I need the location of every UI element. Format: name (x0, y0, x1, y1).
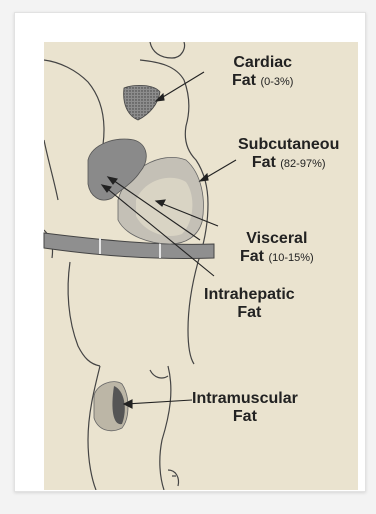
cardiac-fat-name: Cardiac (232, 54, 293, 72)
intrahepatic-fat-name: Intrahepatic (204, 286, 295, 304)
intrahepatic-fat-label: Intrahepatic Fat (204, 286, 295, 322)
foot-detail (168, 470, 179, 486)
visceral-fat-word: Fat (240, 248, 264, 265)
intramuscular-fat-label: Intramuscular Fat (192, 390, 298, 426)
visceral-fat-name: Visceral (240, 230, 314, 248)
visceral-fat-range: (10-15%) (268, 252, 313, 264)
subcutaneous-fat-name: Subcutaneou (238, 136, 339, 154)
cardiac-fat-word: Fat (232, 72, 256, 89)
cardiac-fat-label: Cardiac Fat (0-3%) (232, 54, 293, 91)
knee-detail (150, 370, 168, 378)
subcutaneous-fat-word: Fat (252, 154, 276, 171)
intramuscular-fat-word: Fat (192, 408, 298, 426)
cardiac-fat-range: (0-3%) (260, 76, 293, 88)
visceral-fat-label: Visceral Fat (10-15%) (240, 230, 314, 267)
cardiac-fat-region (124, 85, 160, 120)
intramuscular-fat-name: Intramuscular (192, 390, 298, 408)
right-leg-outline (160, 366, 171, 490)
intrahepatic-fat-word: Fat (204, 304, 295, 322)
subcutaneous-fat-range: (82-97%) (280, 158, 325, 170)
hip-outline (68, 262, 100, 366)
subcutaneous-fat-label: Subcutaneou Fat (82-97%) (238, 136, 339, 173)
head-outline (150, 42, 185, 58)
left-leg-outline (88, 366, 100, 490)
intramuscular-arrow (126, 400, 192, 404)
